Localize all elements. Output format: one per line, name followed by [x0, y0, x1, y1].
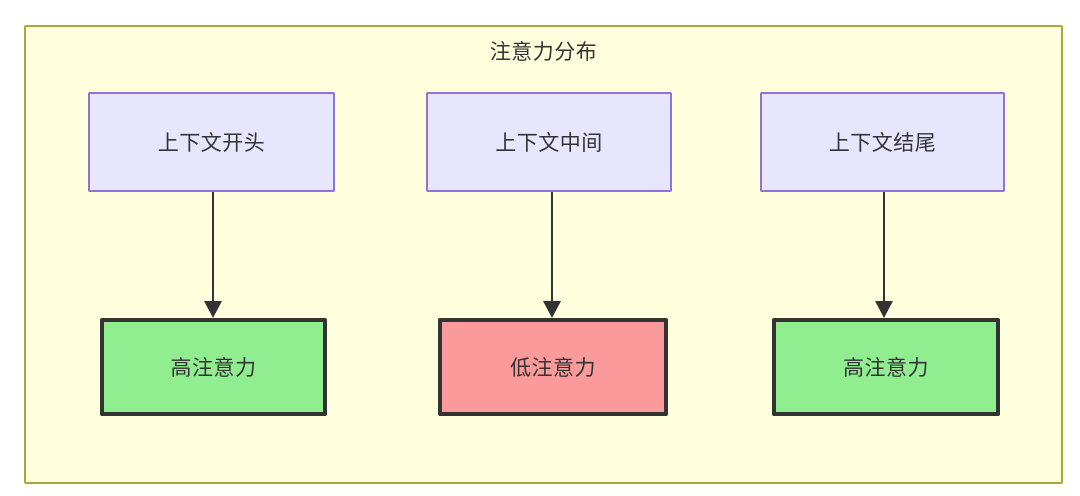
- node-context-middle-label: 上下文中间: [495, 132, 603, 155]
- diagram-title: 注意力分布: [489, 41, 598, 64]
- node-context-end-label: 上下文结尾: [828, 132, 937, 155]
- node-low-attention-middle-label: 低注意力: [510, 357, 596, 380]
- node-context-middle[interactable]: 上下文中间: [426, 92, 672, 192]
- node-high-attention-end[interactable]: 高注意力: [772, 318, 1000, 416]
- node-context-end[interactable]: 上下文结尾: [760, 92, 1005, 192]
- node-high-attention-start-label: 高注意力: [170, 357, 257, 380]
- node-high-attention-end-label: 高注意力: [843, 357, 929, 380]
- node-context-start[interactable]: 上下文开头: [88, 92, 335, 192]
- node-low-attention-middle[interactable]: 低注意力: [438, 318, 668, 416]
- node-high-attention-start[interactable]: 高注意力: [100, 318, 327, 416]
- node-context-start-label: 上下文开头: [157, 132, 266, 155]
